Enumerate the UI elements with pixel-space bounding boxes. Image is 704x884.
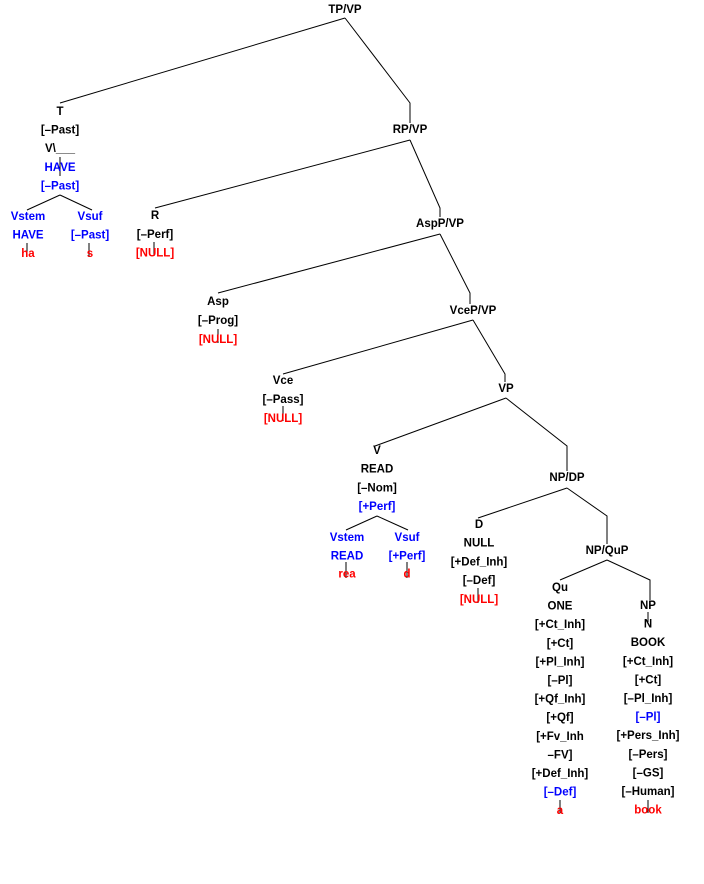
tree-edge: [26, 194, 61, 211]
node-asp-line-0: Asp: [207, 296, 229, 308]
node-t-vstem-line-1: HAVE: [12, 230, 43, 242]
node-qu-line-1: ONE: [548, 601, 573, 613]
tree-edge: [345, 515, 378, 531]
node-vce-line-0: Vce: [273, 375, 293, 387]
node-d-line-0: D: [475, 519, 483, 531]
node-v-line-0: V: [373, 445, 381, 457]
node-qu-line-9: –FV]: [548, 749, 573, 761]
node-v-vstem-line-1: READ: [331, 550, 364, 562]
tree-edge: [376, 515, 409, 531]
node-qu-line-6: [+Qf_Inh]: [535, 694, 586, 706]
node-v-line-2: [–Nom]: [357, 482, 397, 494]
node-np-line-2: BOOK: [631, 637, 666, 649]
node-v-vstem-line-2: rea: [338, 569, 356, 581]
node-npdp-line-0: NP/DP: [549, 472, 584, 484]
node-vce-line-1: [–Pass]: [263, 394, 304, 406]
node-v-vsuf-line-1: [+Perf]: [389, 550, 426, 562]
node-np-line-11: book: [634, 805, 662, 817]
node-qu-line-0: Qu: [552, 582, 568, 594]
tree-edge: [282, 319, 474, 375]
node-asppvp-line-0: AspP/VP: [416, 218, 464, 230]
node-v-vsuf-line-2: d: [403, 569, 410, 581]
node-t-vsuf-line-0: Vsuf: [78, 211, 103, 223]
tree-edge: [217, 233, 441, 294]
node-qu-line-3: [+Ct]: [547, 638, 574, 650]
node-t-vstem-line-2: ha: [21, 248, 35, 260]
node-tpvp-line-0: TP/VP: [328, 4, 362, 16]
tree-edge: [374, 397, 507, 447]
node-asp-line-1: [–Prog]: [198, 315, 238, 327]
node-np-line-6: [–Pl]: [636, 712, 661, 724]
node-t-vstem-line-0: Vstem: [11, 211, 46, 223]
node-d-line-2: [+Def_Inh]: [451, 556, 508, 568]
node-v-vstem-line-0: Vstem: [330, 532, 365, 544]
node-qu-line-8: [+Fv_Inh: [536, 731, 584, 743]
node-qu-line-12: a: [557, 805, 564, 817]
node-t-line-1: [–Past]: [41, 125, 80, 137]
node-vp-line-0: VP: [498, 383, 514, 395]
node-qu-line-7: [+Qf]: [546, 712, 573, 724]
node-np-line-9: [–GS]: [633, 767, 664, 779]
node-vcepvp-line-0: VceP/VP: [450, 305, 497, 317]
node-np-line-7: [+Pers_Inh]: [617, 730, 680, 742]
tree-edge: [559, 559, 608, 581]
node-np-line-5: [–Pl_Inh]: [624, 693, 673, 705]
tree-edge: [472, 319, 506, 382]
node-np-line-8: [–Pers]: [629, 749, 668, 761]
node-vce-line-2: [NULL]: [264, 413, 302, 425]
tree-labels: TP/VPT[–Past]V\___HAVE[–Past]VstemHAVEha…: [11, 4, 680, 817]
node-qu-line-5: [–Pl]: [548, 675, 573, 687]
node-v-line-1: READ: [361, 464, 394, 476]
node-npqup-line-0: NP/QuP: [586, 545, 629, 557]
node-rpvp-line-0: RP/VP: [393, 124, 428, 136]
node-np-line-1: N: [644, 619, 652, 631]
node-qu-line-11: [–Def]: [544, 787, 577, 799]
tree-edge: [477, 487, 568, 519]
node-asp-line-2: [NULL]: [199, 334, 237, 346]
tree-edge: [59, 17, 346, 104]
node-qu-line-4: [+Pl_Inh]: [536, 656, 585, 668]
node-r-line-2: [NULL]: [136, 248, 174, 260]
node-t-vsuf-line-2: s: [87, 248, 93, 260]
tree-edge: [59, 194, 93, 211]
node-d-line-1: NULL: [464, 538, 495, 550]
tree-edge: [606, 559, 651, 600]
node-np-line-10: [–Human]: [621, 786, 674, 798]
tree-edge: [439, 233, 471, 304]
node-d-line-4: [NULL]: [460, 594, 498, 606]
node-np-line-3: [+Ct_Inh]: [623, 656, 673, 668]
node-v-vsuf-line-0: Vsuf: [395, 532, 420, 544]
node-d-line-3: [–Def]: [463, 575, 496, 587]
node-r-line-0: R: [151, 210, 160, 222]
node-v-line-3: [+Perf]: [359, 501, 396, 513]
tree-edge: [154, 139, 411, 209]
node-t-line-4: [–Past]: [41, 180, 80, 192]
node-qu-line-2: [+Ct_Inh]: [535, 619, 585, 631]
tree-edges: [26, 17, 651, 813]
tree-edge: [409, 139, 441, 217]
node-np-line-0: NP: [640, 600, 656, 612]
node-t-line-3: HAVE: [44, 162, 75, 174]
tree-edge: [344, 17, 411, 123]
node-qu-line-10: [+Def_Inh]: [532, 768, 589, 780]
tree-edge: [566, 487, 608, 544]
node-r-line-1: [–Perf]: [137, 229, 174, 241]
tree-edge: [505, 397, 568, 471]
node-np-line-4: [+Ct]: [635, 674, 662, 686]
node-t-line-0: T: [56, 106, 63, 118]
node-t-line-2: V\___: [45, 143, 76, 155]
node-t-vsuf-line-1: [–Past]: [71, 230, 110, 242]
